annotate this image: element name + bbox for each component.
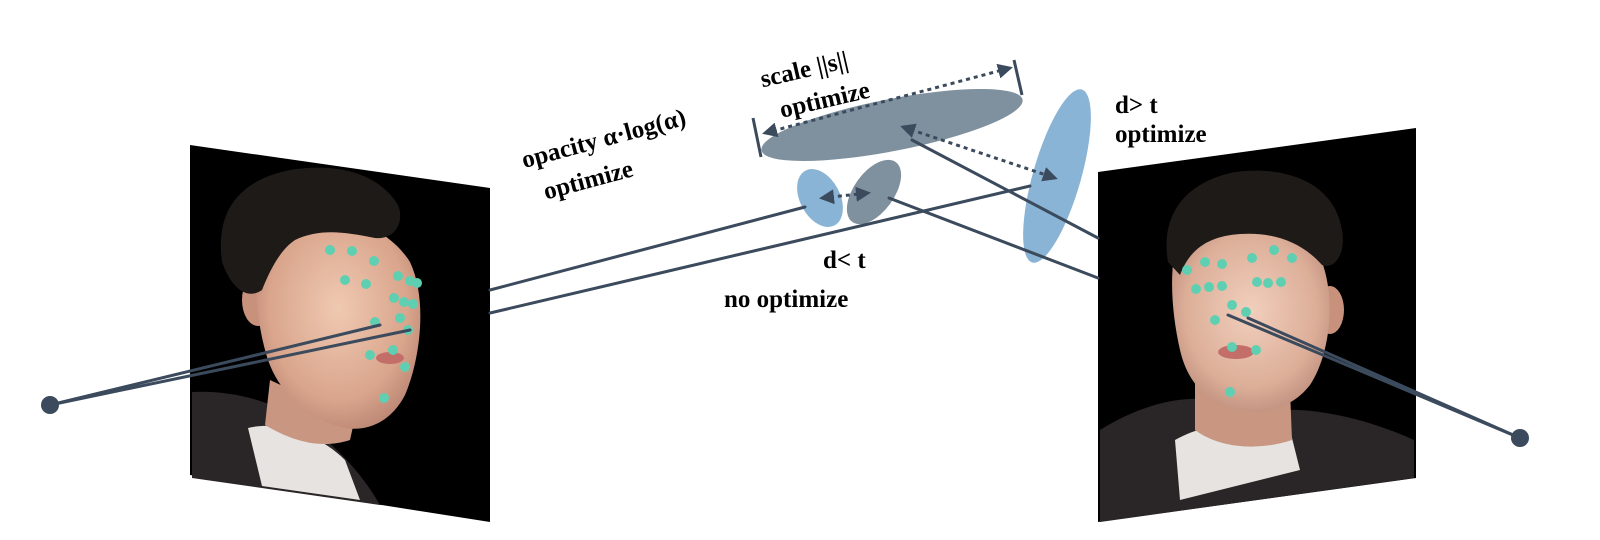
landmark	[379, 393, 389, 403]
landmark	[1269, 245, 1279, 255]
landmark	[408, 299, 418, 309]
right-ray-to-near-gaussian	[887, 196, 1100, 280]
scale-end-bar-left	[751, 117, 763, 158]
landmark	[400, 362, 410, 372]
left-shirt	[248, 425, 360, 500]
measurement-arrows	[751, 59, 1058, 205]
near-gaussian-a	[797, 169, 843, 227]
left-ray-to-far-gaussian	[488, 184, 1032, 315]
right-camera-ray-2	[1246, 316, 1522, 440]
landmark	[325, 245, 335, 255]
landmark	[369, 256, 379, 266]
left-mouth	[376, 352, 404, 364]
near-gaussian-b	[846, 159, 902, 225]
landmark	[1217, 259, 1227, 269]
landmark	[365, 350, 375, 360]
landmark	[340, 275, 350, 285]
landmark	[1241, 307, 1251, 317]
far-label-line2: optimize	[1115, 121, 1207, 148]
landmark	[1217, 281, 1227, 291]
landmark	[1252, 277, 1262, 287]
right-mouth	[1218, 345, 1254, 359]
left-ray-to-near-gaussian	[488, 205, 807, 292]
near-label-line2: no optimize	[724, 286, 848, 313]
landmark	[1247, 253, 1257, 263]
landmark	[395, 313, 405, 323]
left-camera-ray-2	[48, 328, 412, 407]
right-landmarks	[1182, 245, 1297, 397]
landmark	[1227, 300, 1237, 310]
landmark	[1204, 282, 1214, 292]
left-camera-center	[41, 396, 59, 414]
right-hair	[1166, 170, 1343, 275]
landmark	[1191, 284, 1201, 294]
landmark	[1225, 387, 1235, 397]
left-face	[256, 210, 421, 429]
left-landmarks	[325, 245, 422, 403]
far-label-line1: d> t	[1115, 92, 1158, 119]
landmark	[347, 246, 357, 256]
landmark	[399, 297, 409, 307]
landmark	[1182, 265, 1192, 275]
landmark	[1210, 315, 1220, 325]
far-gaussian	[1023, 89, 1091, 263]
landmark	[361, 279, 371, 289]
near-label-line1: d< t	[823, 247, 866, 274]
opacity-label: opacity α·log(α) optimize	[519, 104, 689, 205]
right-camera-center	[1511, 429, 1529, 447]
camera-rays	[48, 138, 1522, 440]
far-distance-arrow	[900, 123, 1058, 182]
left-camera-ray-1	[48, 323, 382, 407]
landmark	[412, 278, 422, 288]
landmark	[1251, 345, 1261, 355]
scale-end-bar-right	[1012, 59, 1024, 96]
landmark	[1287, 253, 1297, 263]
landmark	[1227, 342, 1237, 352]
landmark	[1263, 278, 1273, 288]
scale-dimension-arrow	[762, 63, 1013, 138]
landmark	[1276, 277, 1286, 287]
left-face-photo	[192, 167, 421, 505]
left-hair	[220, 167, 401, 294]
landmark	[393, 271, 403, 281]
right-image-plane	[1098, 128, 1416, 522]
landmark	[1200, 257, 1210, 267]
landmark	[389, 293, 399, 303]
landmark	[388, 345, 398, 355]
